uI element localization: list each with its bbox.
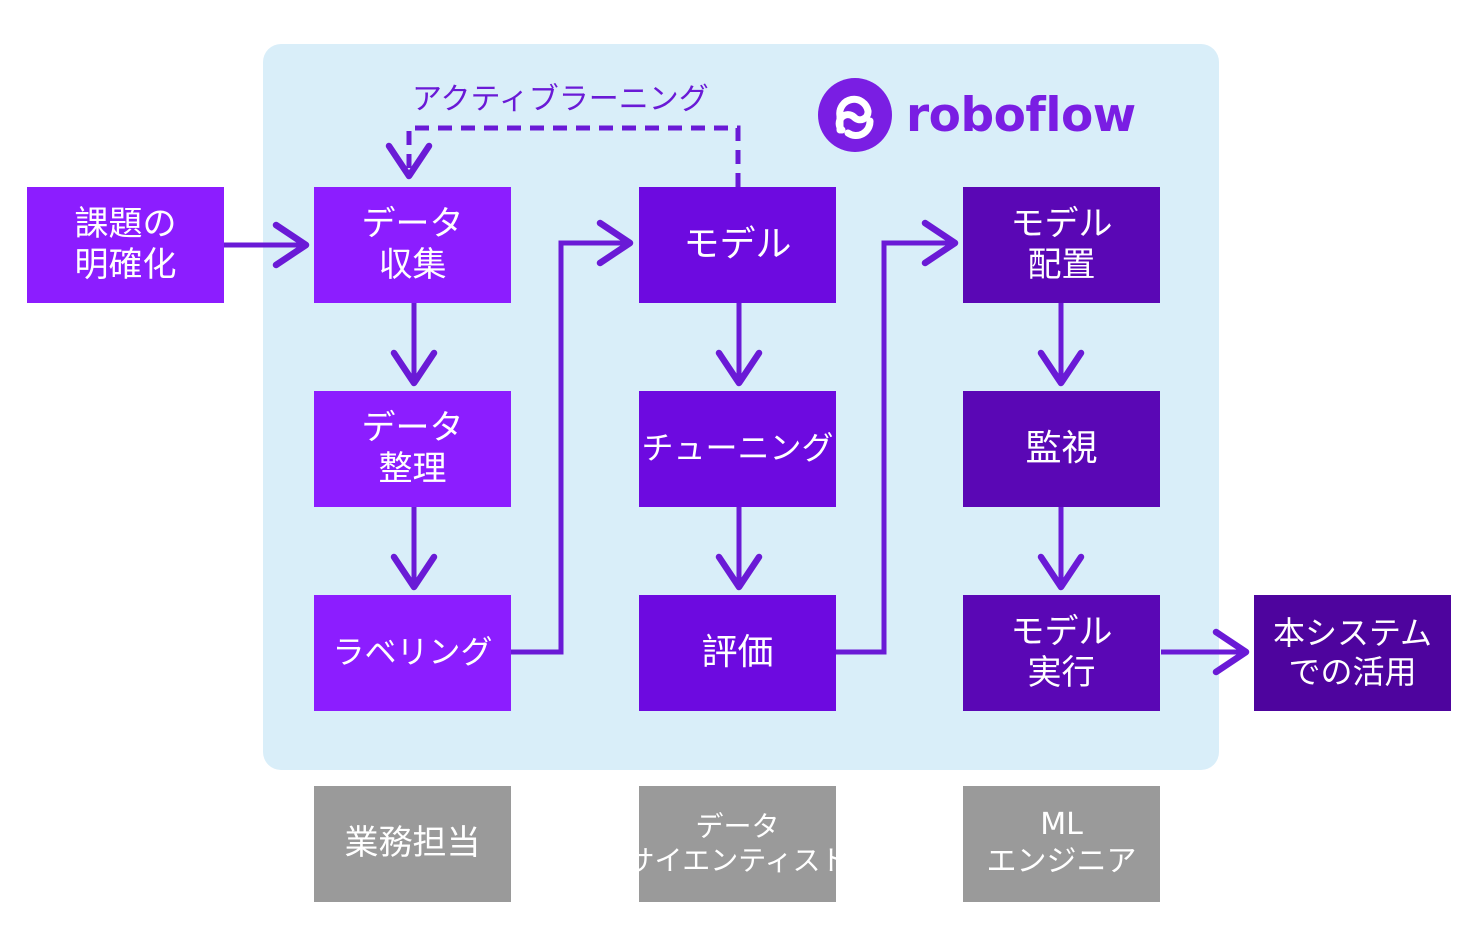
- step-system-use: 本システム での活用: [1254, 595, 1451, 711]
- step-evaluation: 評価: [639, 595, 836, 711]
- step-model-execution: モデル 実行: [963, 595, 1160, 711]
- arrow-active-learning-loop: [385, 125, 741, 187]
- role-business-owner: 業務担当: [314, 786, 511, 902]
- step-problem-definition: 課題の 明確化: [27, 187, 224, 303]
- roboflow-wordmark: roboflow: [906, 87, 1136, 143]
- step-tuning: チューニング: [639, 391, 836, 507]
- arrow-labeling-to-model: [511, 219, 634, 655]
- arrow-evaluation-to-deploy: [836, 219, 959, 655]
- step-model: モデル: [639, 187, 836, 303]
- step-data-organization: データ 整理: [314, 391, 511, 507]
- role-data-scientist: データ サイエンティスト: [626, 786, 849, 902]
- step-labeling: ラベリング: [314, 595, 511, 711]
- step-data-collection: データ 収集: [314, 187, 511, 303]
- role-ml-engineer: ML エンジニア: [963, 786, 1160, 902]
- roboflow-logo-icon: [818, 78, 892, 152]
- step-model-deployment: モデル 配置: [963, 187, 1160, 303]
- roboflow-logo: roboflow: [818, 78, 1136, 152]
- step-monitoring: 監視: [963, 391, 1160, 507]
- active-learning-label: アクティブラーニング: [412, 82, 709, 117]
